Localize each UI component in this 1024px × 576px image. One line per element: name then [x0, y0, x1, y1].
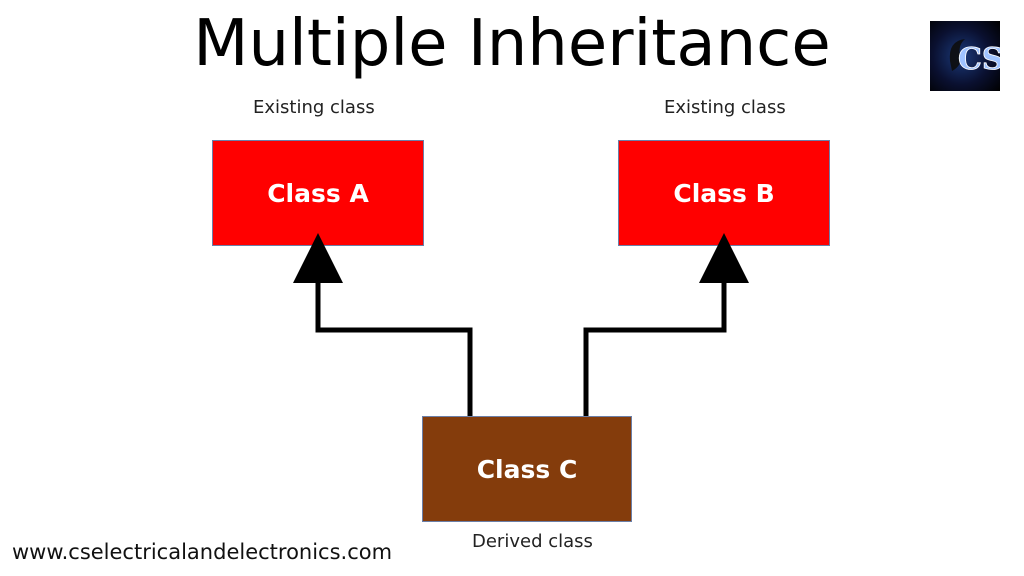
class-c-caption: Derived class	[472, 531, 593, 552]
class-a-caption: Existing class	[253, 97, 375, 118]
class-b-box: Class B	[618, 140, 830, 246]
class-b-label: Class B	[673, 178, 775, 208]
cs-logo-icon: CS	[930, 21, 1000, 91]
class-a-box: Class A	[212, 140, 424, 246]
page-title: Multiple Inheritance	[193, 7, 831, 81]
logo-graphic: CS	[949, 39, 1000, 77]
arrow-c-to-b	[583, 233, 749, 416]
arrow-c-to-a	[293, 233, 473, 416]
website-url: www.cselectricalandelectronics.com	[12, 540, 393, 564]
class-b-caption: Existing class	[664, 97, 786, 118]
class-c-label: Class C	[476, 454, 578, 484]
class-c-box: Class C	[422, 416, 632, 522]
class-a-label: Class A	[267, 178, 369, 208]
logo-letters: CS	[958, 42, 1000, 77]
